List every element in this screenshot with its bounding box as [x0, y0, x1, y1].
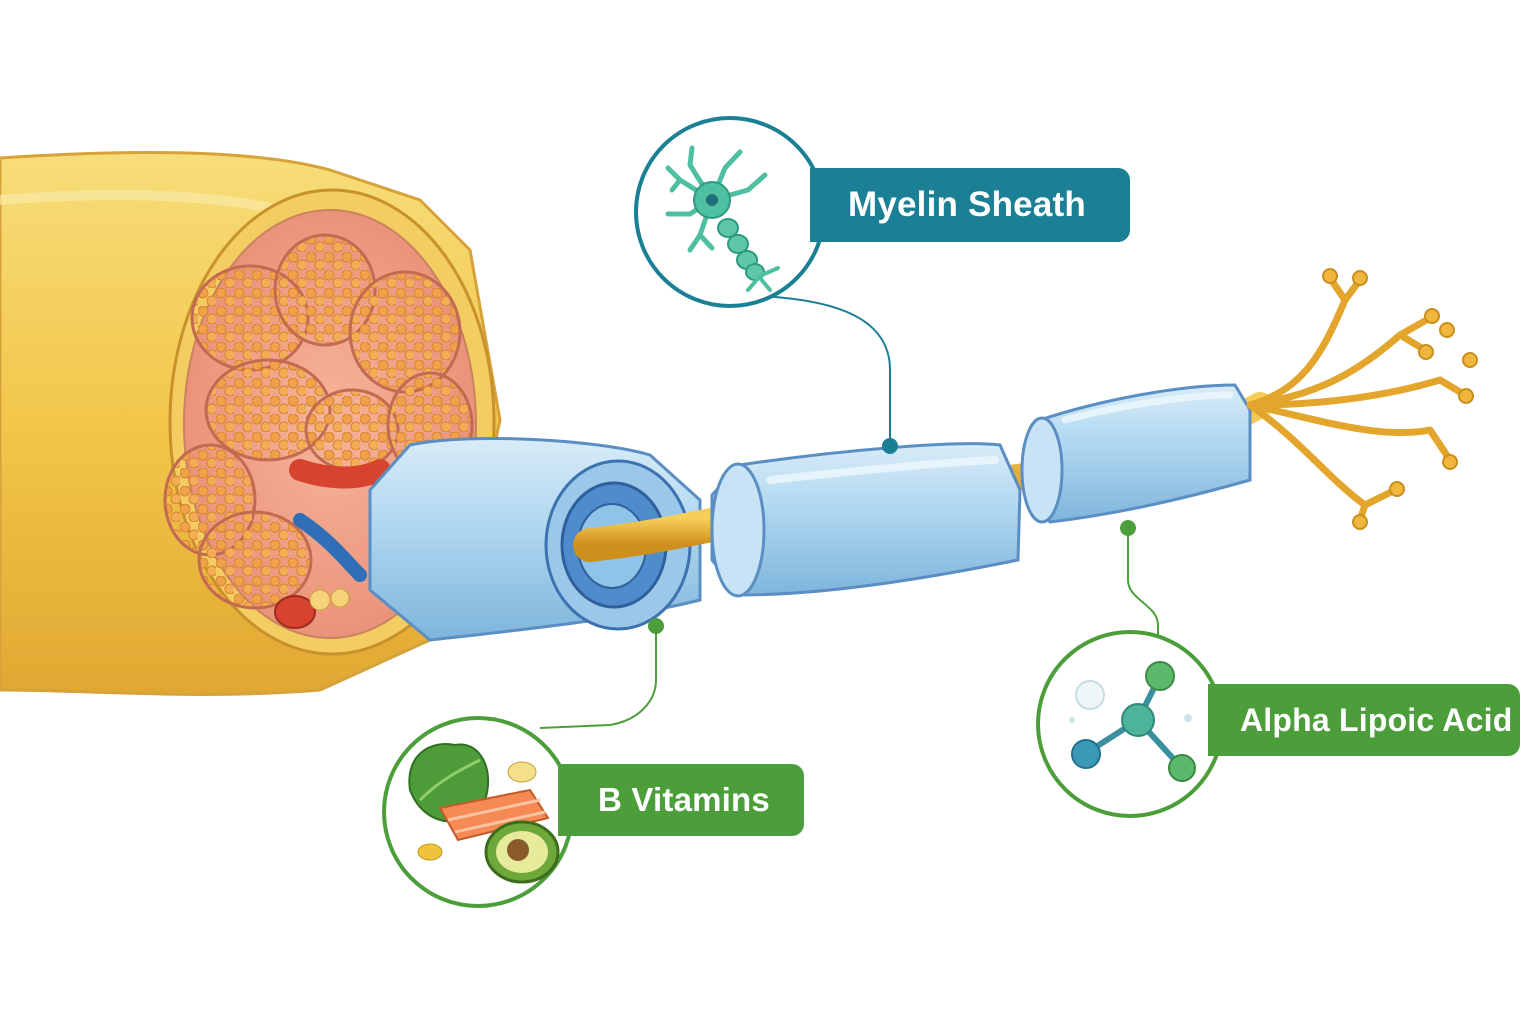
neuron-icon [665, 145, 780, 292]
alpha-lipoic-acid-label: Alpha Lipoic Acid [1208, 684, 1520, 756]
molecule-icon [1069, 661, 1196, 782]
axon-terminal [1246, 274, 1469, 524]
myelin-sheath-label: Myelin Sheath [810, 168, 1130, 242]
blood-vessels [274, 459, 391, 629]
myelin-segment-2 [710, 442, 1022, 598]
leader-b-vitamins [539, 618, 664, 729]
leader-alpha-lipoic [1120, 520, 1159, 640]
myelin-segment-3 [1020, 383, 1252, 524]
leader-myelin [759, 295, 898, 454]
myelin-callout-circle [634, 116, 826, 308]
myelin-segment-1 [368, 436, 777, 642]
fascicles [163, 233, 474, 610]
food-icon [408, 743, 560, 884]
b-vitamins-label: B Vitamins [558, 764, 804, 836]
terminal-buttons [1322, 268, 1478, 530]
